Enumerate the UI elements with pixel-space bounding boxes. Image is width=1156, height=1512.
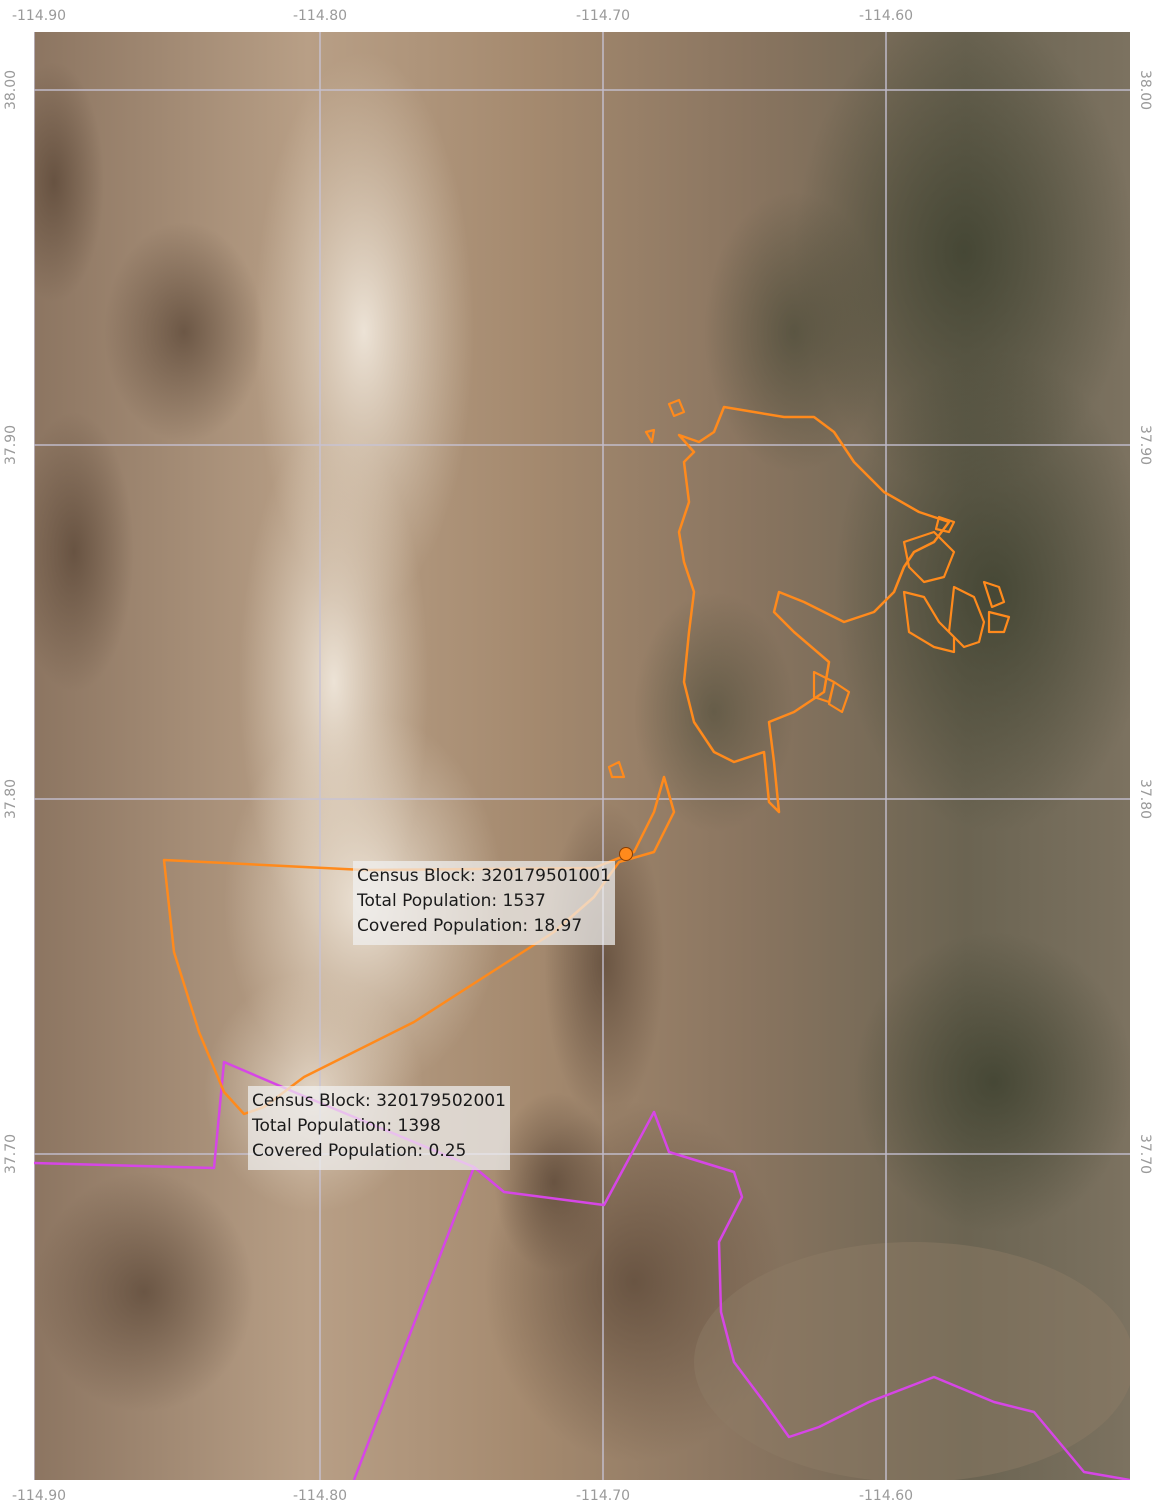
census-callout-1[interactable]: Census Block: 320179501001 Total Populat…: [353, 861, 615, 945]
map-canvas[interactable]: Census Block: 320179501001 Total Populat…: [34, 32, 1130, 1480]
callout-covered-population: Covered Population: 0.25: [252, 1141, 467, 1161]
magenta-boundary: [34, 1060, 1130, 1480]
callout-total-population: Total Population: 1398: [252, 1116, 441, 1136]
longitude-label-top: -114.70: [575, 8, 631, 24]
longitude-label-top: -114.90: [11, 8, 67, 24]
census-point-marker: [619, 847, 633, 861]
longitude-label-bottom: -114.80: [292, 1488, 348, 1504]
latitude-label-left: 38.00: [3, 69, 19, 111]
callout-covered-population: Covered Population: 18.97: [357, 916, 583, 936]
latitude-label-right: 37.70: [1137, 1133, 1153, 1175]
orange-boundary-northeast: [677, 405, 951, 814]
latitude-label-right: 37.80: [1137, 778, 1153, 820]
longitude-label-top: -114.80: [292, 8, 348, 24]
latitude-label-left: 37.70: [3, 1133, 19, 1175]
longitude-label-top: -114.60: [858, 8, 914, 24]
latitude-label-right: 37.90: [1137, 424, 1153, 466]
census-callout-2[interactable]: Census Block: 320179502001 Total Populat…: [248, 1086, 510, 1170]
latitude-label-left: 37.80: [3, 778, 19, 820]
orange-boundary-islands: [607, 398, 1011, 779]
callout-census-block: Census Block: 320179501001: [357, 866, 611, 886]
longitude-label-bottom: -114.90: [11, 1488, 67, 1504]
satellite-basemap: [34, 32, 1130, 1480]
latitude-label-right: 38.00: [1137, 69, 1153, 111]
longitude-label-bottom: -114.70: [575, 1488, 631, 1504]
latitude-label-left: 37.90: [3, 424, 19, 466]
longitude-label-bottom: -114.60: [858, 1488, 914, 1504]
callout-census-block: Census Block: 320179502001: [252, 1091, 506, 1111]
callout-total-population: Total Population: 1537: [357, 891, 546, 911]
